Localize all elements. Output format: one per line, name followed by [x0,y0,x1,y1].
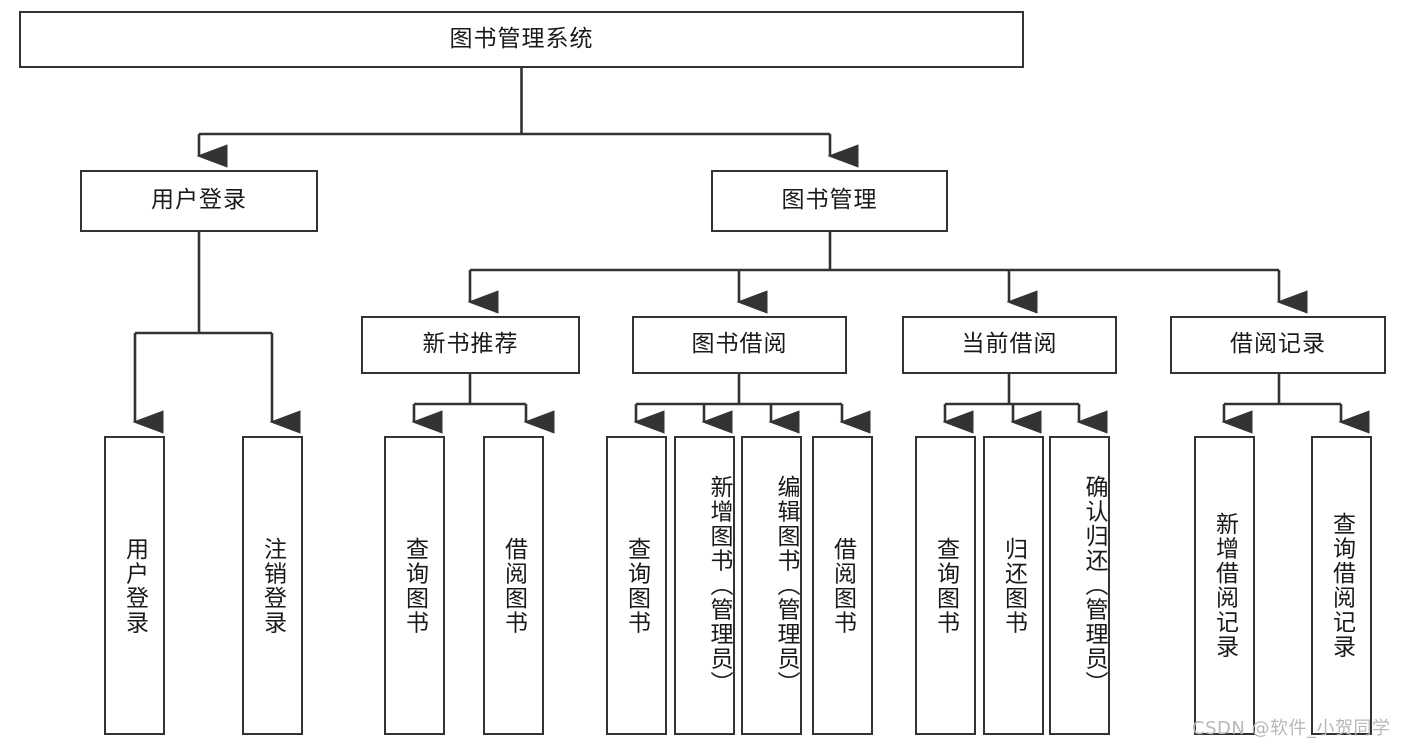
leaf-user-login-signin[interactable]: 用户登录 [104,436,165,735]
watermark-text: CSDN @软件_小贺同学 [1192,718,1391,739]
leaf-borrow-add-book-admin[interactable]: 新增图书（管理员） [674,436,735,735]
leaf-current-confirm-return-admin[interactable]: 确认归还（管理员） [1049,436,1110,735]
node-user-login[interactable]: 用户登录 [80,170,318,232]
leaf-borrow-edit-book-admin[interactable]: 编辑图书（管理员） [741,436,802,735]
leaf-borrow-borrow-book[interactable]: 借阅图书 [812,436,873,735]
node-borrow-record[interactable]: 借阅记录 [1170,316,1386,374]
node-book-management[interactable]: 图书管理 [711,170,948,232]
leaf-recommend-query-book[interactable]: 查询图书 [384,436,445,735]
leaf-borrow-query-book[interactable]: 查询图书 [606,436,667,735]
node-book-borrow[interactable]: 图书借阅 [632,316,847,374]
node-root-system[interactable]: 图书管理系统 [19,11,1024,68]
leaf-record-query-borrow-record[interactable]: 查询借阅记录 [1311,436,1372,735]
leaf-current-return-book[interactable]: 归还图书 [983,436,1044,735]
leaf-user-login-signout[interactable]: 注销登录 [242,436,303,735]
node-new-book-recommend[interactable]: 新书推荐 [361,316,580,374]
leaf-recommend-borrow-book[interactable]: 借阅图书 [483,436,544,735]
leaf-current-query-book[interactable]: 查询图书 [915,436,976,735]
node-current-borrow[interactable]: 当前借阅 [902,316,1117,374]
leaf-record-add-borrow-record[interactable]: 新增借阅记录 [1194,436,1255,735]
